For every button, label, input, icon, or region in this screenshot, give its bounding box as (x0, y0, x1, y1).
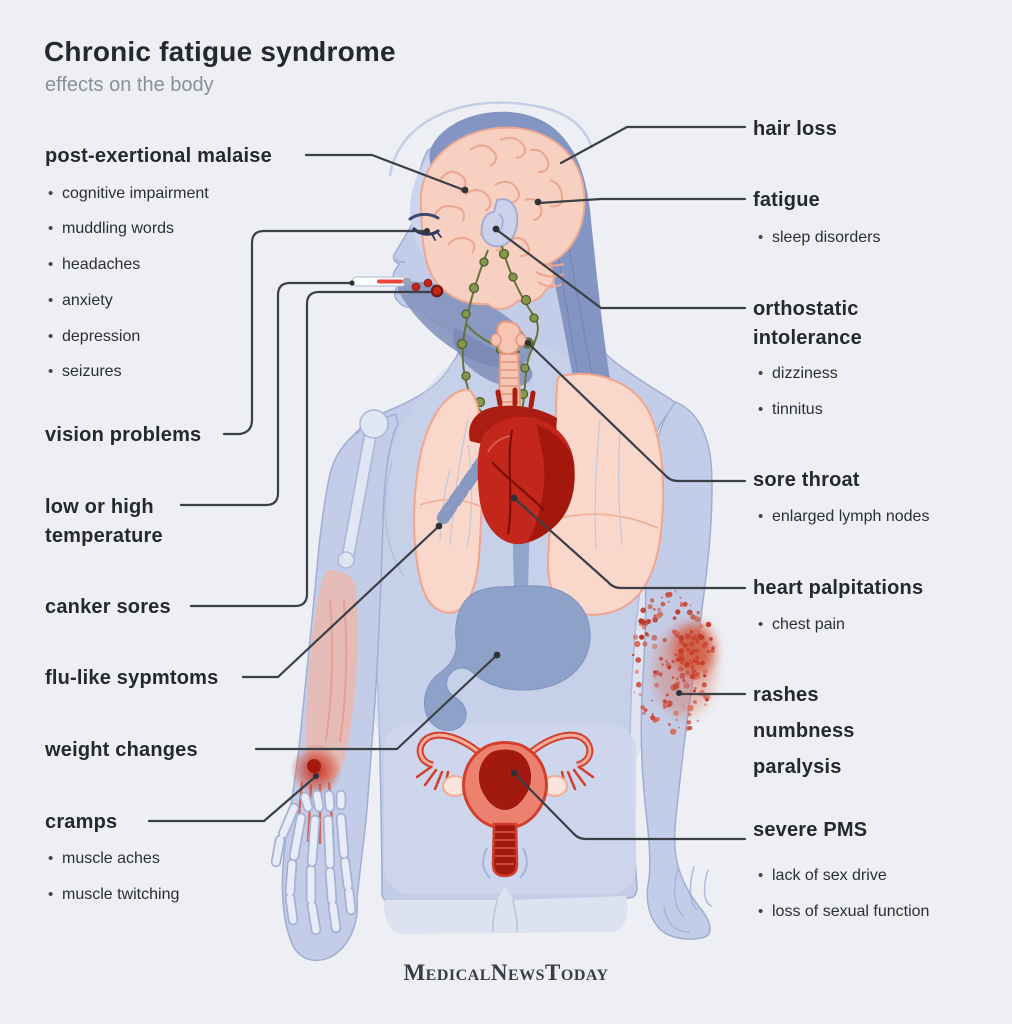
wrist-cramp (290, 744, 342, 844)
hand-bones (270, 789, 357, 936)
label-low-or-high-temperature: low or high temperature (45, 496, 163, 547)
bullet-loss-of-sexual-function: loss of sexual function (758, 902, 929, 922)
bullet-muscle-twitching: muscle twitching (48, 885, 179, 905)
bullet-chest-pain: chest pain (758, 615, 845, 635)
hair-outline-swoosh (388, 101, 594, 177)
brand-logo: MedicalNewsToday (403, 960, 609, 985)
thermometer (351, 276, 411, 287)
label-numbness: numbness (753, 720, 855, 742)
stomach (424, 585, 591, 732)
bullet-muddling-words: muddling words (48, 219, 174, 239)
bullet-sleep-disorders: sleep disorders (758, 228, 880, 248)
label-cramps: cramps (45, 811, 118, 833)
page-subtitle: effects on the body (45, 74, 214, 96)
canker-sores (411, 278, 444, 298)
label-vision-problems: vision problems (45, 424, 202, 446)
bullet-tinnitus: tinnitus (758, 400, 823, 420)
bullet-lack-of-sex-drive: lack of sex drive (758, 866, 887, 886)
bullet-headaches: headaches (48, 255, 140, 275)
label-canker-sores: canker sores (45, 596, 171, 618)
label-severe-pms: severe PMS (753, 819, 868, 841)
label-sore-throat: sore throat (753, 469, 860, 491)
label-fatigue: fatigue (753, 189, 820, 211)
label-orthostatic-intolerance: orthostatic intolerance (753, 298, 862, 349)
bullet-depression: depression (48, 327, 140, 347)
bullet-enlarged-lymph-nodes: enlarged lymph nodes (758, 507, 929, 527)
label-heart-palpitations: heart palpitations (753, 577, 924, 599)
label-hair-loss: hair loss (753, 118, 838, 140)
label-paralysis: paralysis (753, 756, 842, 778)
label-weight-changes: weight changes (45, 739, 198, 761)
leader-lines (147, 125, 747, 841)
leader-line-dots (313, 186, 682, 779)
label-post-exertional-malaise: post-exertional malaise (45, 145, 272, 167)
bullet-seizures: seizures (48, 362, 121, 382)
bullet-dizziness: dizziness (758, 364, 838, 384)
page-title: Chronic fatigue syndrome (44, 36, 396, 67)
heart (469, 387, 575, 545)
uterus (415, 731, 595, 879)
bullet-muscle-aches: muscle aches (48, 849, 160, 869)
label-flu-like-symptoms: flu-like sypmtoms (45, 667, 219, 689)
bullet-anxiety: anxiety (48, 291, 113, 311)
label-rashes: rashes (753, 684, 819, 706)
bullet-cognitive-impairment: cognitive impairment (48, 184, 209, 204)
